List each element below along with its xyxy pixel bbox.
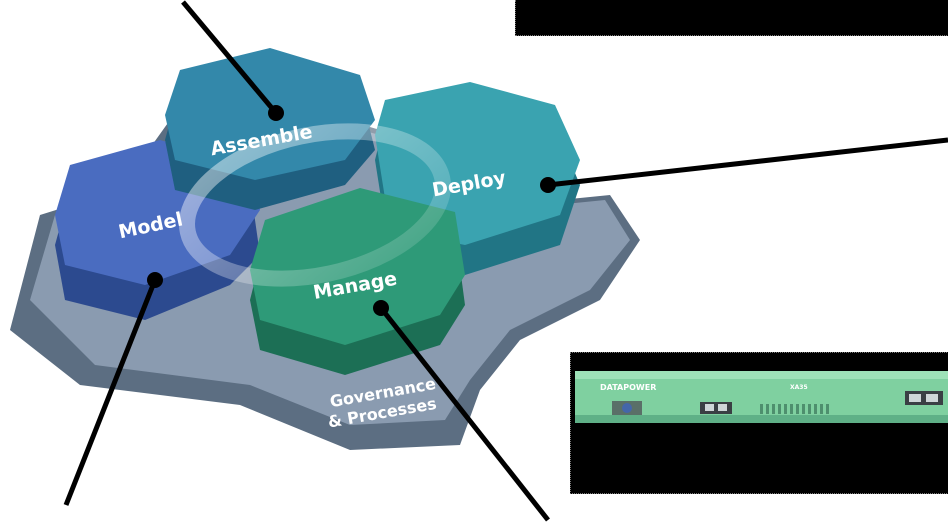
callout-model [63, 272, 163, 506]
device-brand: DATAPOWER [600, 383, 656, 392]
datapower-device: DATAPOWER XA35 [575, 371, 948, 423]
device-ports [612, 391, 943, 415]
lifecycle-ring [179, 123, 451, 287]
callout-assemble [181, 0, 284, 121]
top-black-panel [515, 0, 948, 36]
device-model: XA35 [790, 384, 808, 391]
callout-deploy [540, 137, 948, 193]
device-vents [760, 404, 829, 414]
callout-manage [373, 300, 550, 522]
